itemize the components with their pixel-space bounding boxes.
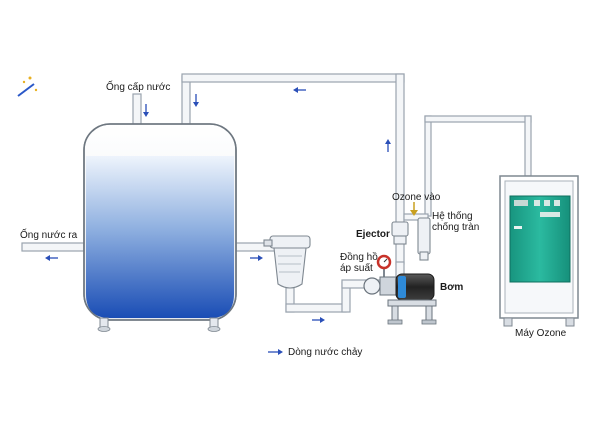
ozone-machine bbox=[499, 175, 579, 327]
pipe-network bbox=[21, 73, 532, 313]
return-pipe-vertical bbox=[181, 75, 191, 129]
storage-tank bbox=[83, 123, 237, 332]
supply-pipe-label: Ống cấp nước bbox=[106, 82, 171, 93]
ozone-machine-label: Máy Ozone bbox=[515, 328, 567, 339]
ozone-injection-pipe bbox=[403, 213, 429, 221]
supply-pipe bbox=[132, 93, 142, 129]
flow-arrow-icon bbox=[385, 139, 391, 152]
pressure-gauge-icon bbox=[376, 254, 392, 280]
ozone-line-top bbox=[424, 115, 532, 123]
legend-flow-label: Dòng nước chảy bbox=[288, 347, 363, 358]
outlet-pipe-label: Ống nước ra bbox=[20, 230, 78, 241]
flow-arrow-icon bbox=[143, 104, 149, 117]
top-loop-pipe bbox=[181, 73, 405, 83]
legend-flow-arrow-icon bbox=[268, 349, 283, 355]
flow-arrows bbox=[45, 87, 391, 355]
filter-housing bbox=[263, 235, 311, 289]
flow-arrow-icon bbox=[193, 94, 199, 107]
gauge-label-line1: Đồng hồ bbox=[340, 252, 378, 263]
gauge-label-line2: áp suất bbox=[340, 263, 373, 274]
filter-to-pump-pipe bbox=[285, 303, 347, 313]
flow-arrow-icon bbox=[250, 255, 263, 261]
anti-overflow-system bbox=[417, 217, 431, 261]
ozone-in-label: Ozone vào bbox=[392, 192, 441, 203]
ozone-line-machine bbox=[524, 115, 532, 177]
overflow-label-line2: chống tràn bbox=[432, 222, 480, 233]
pump-label: Bơm bbox=[440, 282, 464, 293]
pump bbox=[363, 273, 437, 325]
ozone-in-arrow-icon bbox=[410, 202, 418, 216]
ejector-label: Ejector bbox=[356, 229, 390, 240]
flow-arrow-icon bbox=[312, 317, 325, 323]
overflow-label-line1: Hệ thống bbox=[432, 211, 473, 222]
flow-arrow-icon bbox=[45, 255, 58, 261]
ejector bbox=[391, 221, 409, 245]
flow-arrow-icon bbox=[293, 87, 306, 93]
outlet-pipe bbox=[21, 242, 85, 252]
sparkle-icon bbox=[17, 76, 38, 97]
